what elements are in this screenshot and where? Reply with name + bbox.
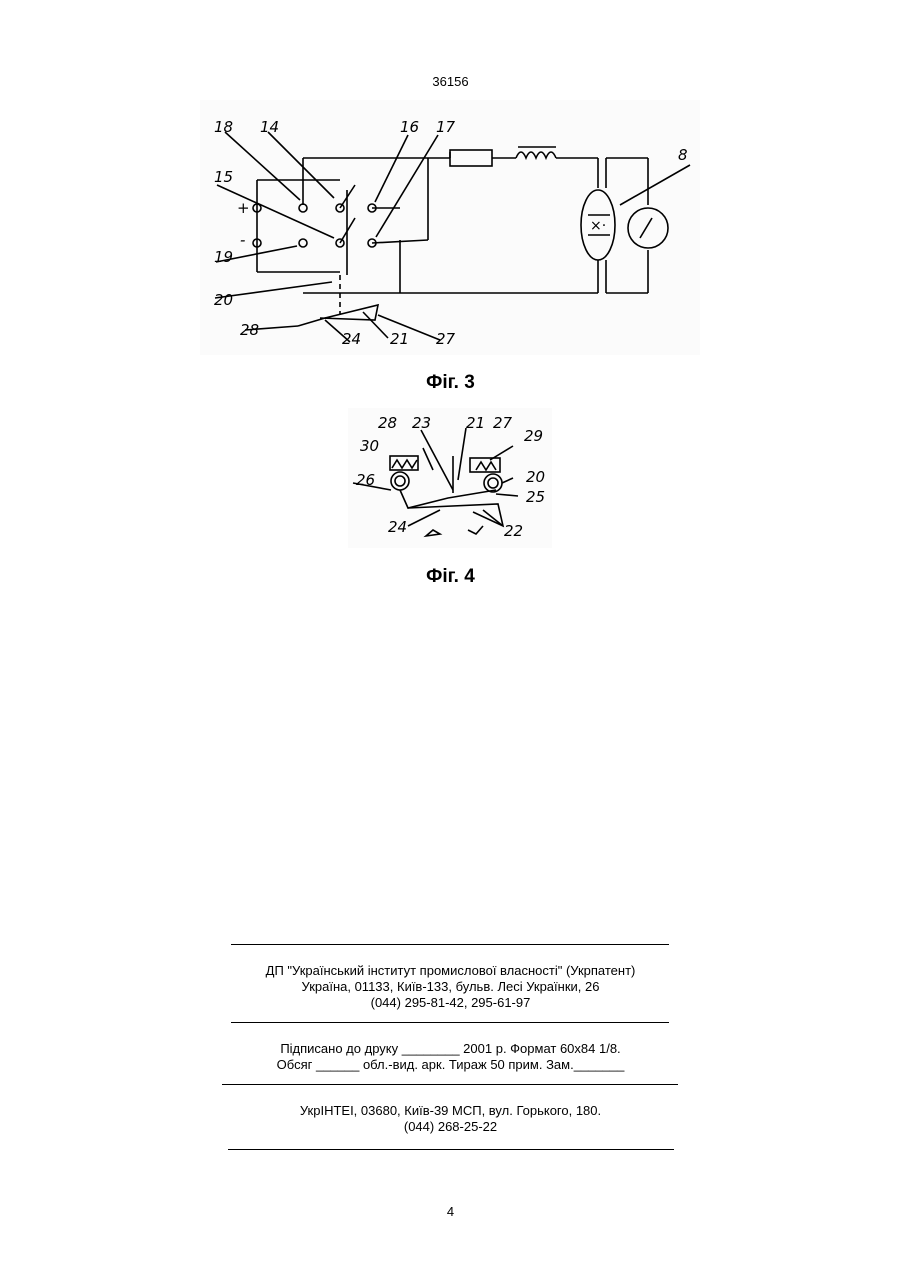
publisher-block: ДП "Український інститут промислової вла… (0, 963, 901, 1011)
svg-text:×·: ×· (590, 218, 606, 234)
figure-3-caption: Фіг. 3 (0, 372, 901, 394)
figure-4-caption: Фіг. 4 (0, 566, 901, 588)
fig4-label: 24 (388, 518, 407, 536)
fig3-label: 28 (240, 321, 259, 339)
fig4-label: 27 (493, 414, 513, 432)
figure-4-labels: 28 23 21 27 29 30 26 20 25 24 22 (356, 414, 545, 540)
printer-address: УкрІНТЕІ, 03680, Київ-39 МСП, вул. Горьк… (0, 1103, 901, 1119)
fig3-label: 21 (390, 330, 409, 348)
figure-4-drawing: 28 23 21 27 29 30 26 20 25 24 22 (348, 408, 552, 548)
divider (228, 1149, 674, 1150)
fig4-label: 21 (466, 414, 485, 432)
fig3-label: 14 (260, 118, 279, 136)
fig3-label: 16 (400, 118, 419, 136)
publisher-address: Україна, 01133, Київ-133, бульв. Лесі Ук… (0, 979, 901, 995)
fig4-label: 26 (356, 471, 375, 489)
divider (222, 1084, 678, 1085)
fig3-label: + (237, 199, 250, 217)
fig4-label: 23 (412, 414, 431, 432)
fig3-label: 17 (436, 118, 456, 136)
fig3-label: - (240, 231, 245, 249)
fig4-label: 20 (526, 468, 545, 486)
fig3-label: 8 (678, 146, 688, 164)
fig3-label: 18 (214, 118, 233, 136)
page-number: 4 (0, 1204, 901, 1219)
fig3-label: 24 (342, 330, 361, 348)
print-info-block: Підписано до друку ________ 2001 р. Форм… (0, 1041, 901, 1073)
fig4-label: 22 (504, 522, 523, 540)
fig4-label: 30 (360, 437, 379, 455)
circuit-schematic: ×· (200, 100, 700, 355)
mechanism-drawing: 28 23 21 27 29 30 26 20 25 24 22 (348, 408, 552, 548)
fig3-label: 20 (214, 291, 233, 309)
publisher-name: ДП "Український інститут промислової вла… (0, 963, 901, 979)
figure-3-drawing: ×· (200, 100, 700, 355)
publisher-phone: (044) 295-81-42, 295-61-97 (0, 995, 901, 1011)
fig4-label: 25 (526, 488, 545, 506)
fig3-label: 19 (214, 248, 233, 266)
fig3-label: 27 (436, 330, 456, 348)
fig4-label: 29 (524, 427, 543, 445)
divider (231, 944, 669, 945)
print-info-volume: Обсяг ______ обл.-вид. арк. Тираж 50 при… (0, 1057, 901, 1073)
fig4-label: 28 (378, 414, 397, 432)
fig3-label: 15 (214, 168, 233, 186)
print-info-signed: Підписано до друку ________ 2001 р. Форм… (0, 1041, 901, 1057)
printer-block: УкрІНТЕІ, 03680, Київ-39 МСП, вул. Горьк… (0, 1103, 901, 1135)
printer-phone: (044) 268-25-22 (0, 1119, 901, 1135)
patent-number: 36156 (0, 74, 901, 89)
divider (231, 1022, 669, 1023)
